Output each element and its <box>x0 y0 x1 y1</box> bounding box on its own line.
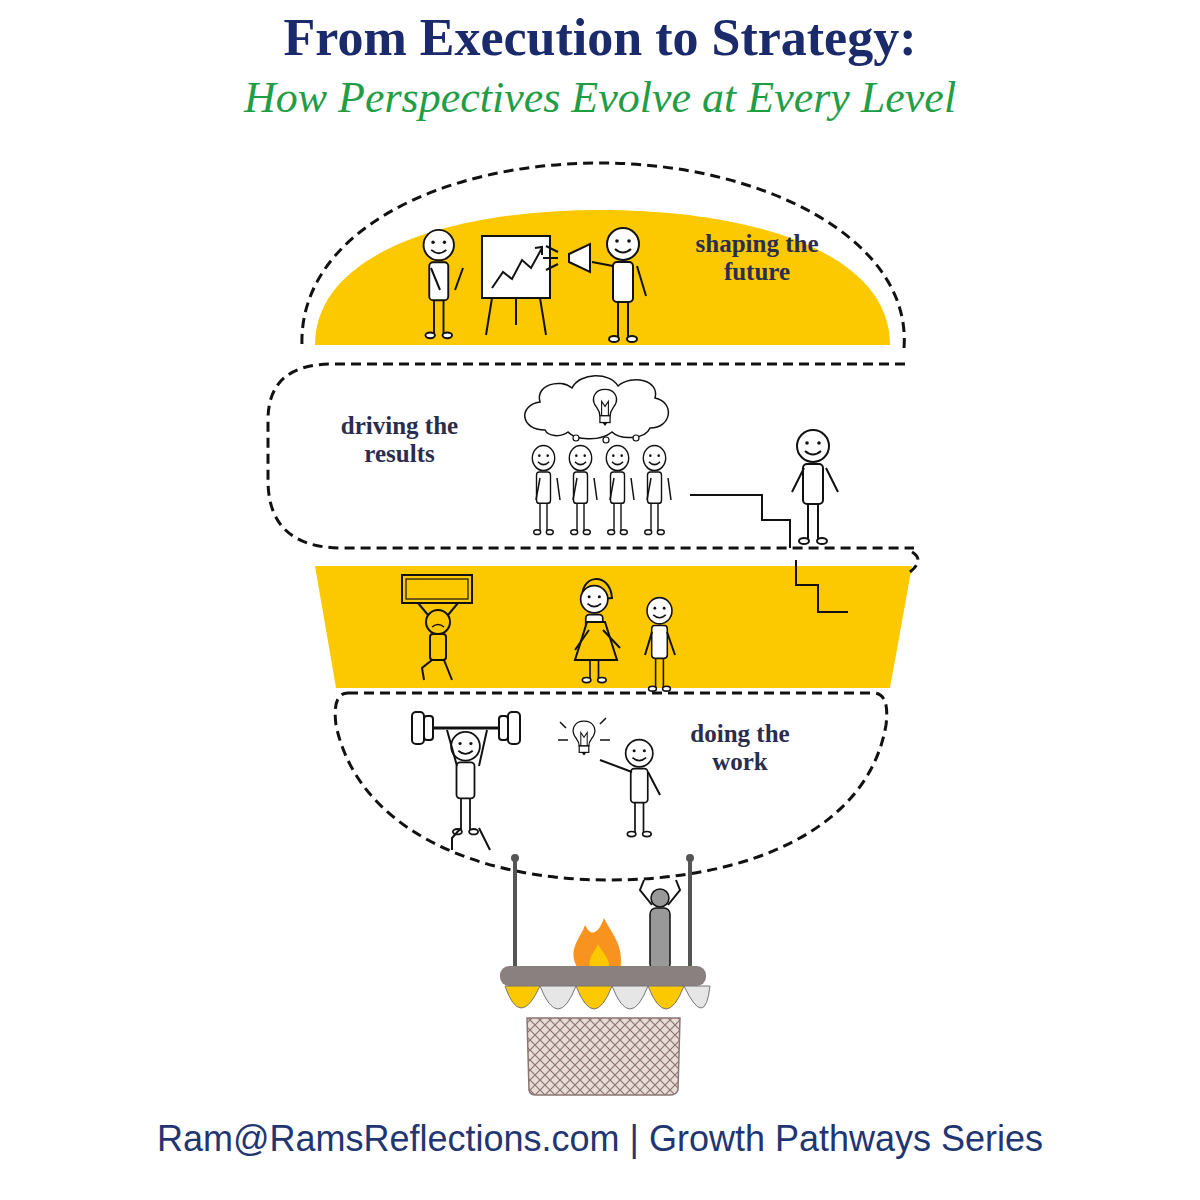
band-fill <box>315 210 890 345</box>
caption-text: Ram@RamsReflections.com | Growth Pathway… <box>157 1118 1043 1160</box>
band-label: doing the work <box>680 720 800 776</box>
band-outline <box>300 158 912 355</box>
band-dashed-edge <box>335 693 887 880</box>
text-slot: driving the results <box>332 412 467 468</box>
text-slot: doing the work <box>680 720 800 776</box>
balloon-band: shaping the future <box>300 158 912 355</box>
band-dashed-edge <box>302 163 904 348</box>
band-label: shaping the future <box>692 230 822 286</box>
caption: Ram@RamsReflections.com | Growth Pathway… <box>0 1118 1200 1160</box>
band-dashed-edge <box>268 364 914 548</box>
subtitle-text: How Perspectives Evolve at Every Level <box>244 72 956 123</box>
title: From Execution to Strategy: <box>0 8 1200 67</box>
title-text: From Execution to Strategy: <box>283 8 916 67</box>
text-slot: shaping the future <box>692 230 822 286</box>
subtitle: How Perspectives Evolve at Every Level <box>0 72 1200 123</box>
band-label: driving the results <box>332 412 467 468</box>
